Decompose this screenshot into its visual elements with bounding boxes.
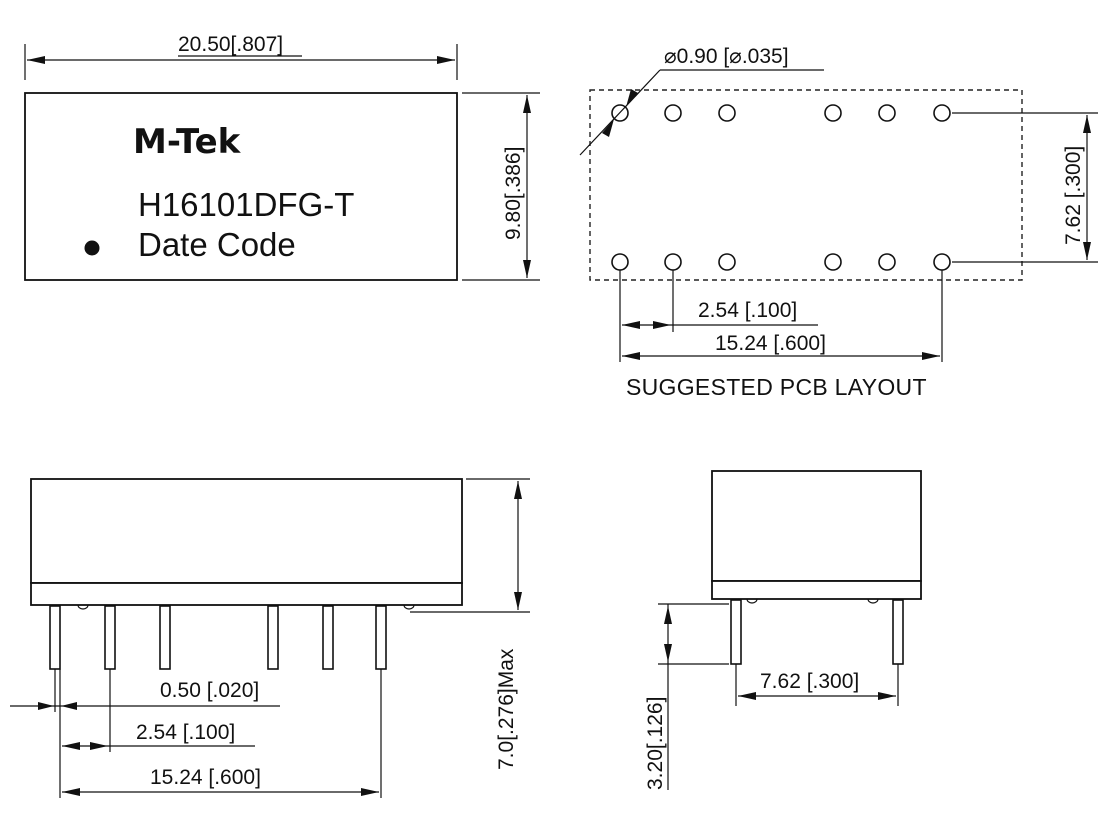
arrow-icon — [61, 702, 77, 710]
side-view: 7.0[.276]Max 0.50 [.020] 2.54 [.100] 15.… — [10, 478, 530, 798]
arrow-icon — [1083, 115, 1091, 133]
arrow-icon — [738, 692, 756, 700]
pcb-hole — [933, 104, 951, 122]
pcb-hole — [824, 253, 842, 271]
pcb-hole — [664, 104, 682, 122]
standoff-bump — [403, 604, 415, 610]
pin — [267, 605, 279, 670]
pcb-layout-view: ⌀0.90 [⌀.035] 7.62 [.300] 2.54 [.100] 15… — [579, 45, 1098, 400]
end-view: 3.20[.126] 7.62 [.300] — [644, 470, 922, 790]
standoff-bump — [77, 604, 89, 610]
width-label: 20.50[.807] — [178, 33, 283, 56]
hole-diameter-label: ⌀0.90 [⌀.035] — [664, 45, 789, 68]
pcb-hole — [878, 104, 896, 122]
standoff-bump — [867, 598, 879, 604]
package-base-end — [711, 580, 922, 600]
arrow-icon — [361, 788, 379, 796]
arrow-icon — [514, 481, 522, 499]
arrow-icon — [523, 260, 531, 278]
side-pitch-label: 2.54 [.100] — [136, 721, 235, 744]
arrow-icon — [602, 119, 614, 137]
pin — [892, 599, 904, 665]
pin — [375, 605, 387, 670]
pin — [730, 599, 742, 665]
pin-length-label: 3.20[.126] — [644, 697, 667, 790]
arrow-icon — [1083, 242, 1091, 260]
arrow-icon — [878, 692, 896, 700]
pcb-span-label: 15.24 [.600] — [715, 332, 826, 355]
pcb-hole — [824, 104, 842, 122]
max-height-label: 7.0[.276]Max — [495, 648, 518, 770]
arrow-icon — [622, 352, 640, 360]
arrow-icon — [922, 352, 940, 360]
pcb-hole — [611, 253, 629, 271]
pcb-layout-caption: SUGGESTED PCB LAYOUT — [626, 374, 927, 400]
date-code: Date Code — [138, 226, 296, 263]
arrow-icon — [523, 95, 531, 113]
pcb-hole — [664, 253, 682, 271]
package-body-side — [30, 478, 463, 584]
diameter-leader — [579, 69, 661, 156]
side-span-label: 15.24 [.600] — [150, 766, 261, 789]
pin-width-label: 0.50 [.020] — [160, 679, 259, 702]
pcb-hole — [718, 104, 736, 122]
pin1-dot-icon — [84, 240, 100, 256]
top-view: 20.50[.807] 9.80[.386] M-Tek H16101DFG-T… — [24, 33, 540, 281]
arrow-icon — [626, 89, 638, 107]
package-body-end — [711, 470, 922, 582]
part-number: H16101DFG-T — [138, 186, 354, 223]
pcb-hole — [878, 253, 896, 271]
arrow-icon — [437, 56, 455, 64]
height-label: 9.80[.386] — [502, 147, 525, 240]
end-row-spacing-label: 7.62 [.300] — [760, 670, 859, 693]
pcb-pitch-label: 2.54 [.100] — [698, 299, 797, 322]
arrow-icon — [664, 644, 672, 662]
package-base-side — [30, 582, 463, 606]
pin — [322, 605, 334, 670]
pin — [104, 605, 116, 670]
row-spacing-label: 7.62 [.300] — [1062, 146, 1085, 245]
arrow-icon — [38, 702, 54, 710]
pin — [49, 605, 61, 670]
arrow-icon — [62, 742, 80, 750]
arrow-icon — [90, 742, 108, 750]
arrow-icon — [664, 606, 672, 624]
pcb-hole — [933, 253, 951, 271]
arrow-icon — [62, 788, 80, 796]
arrow-icon — [622, 321, 640, 329]
pcb-outline — [589, 89, 1023, 281]
arrow-icon — [27, 56, 45, 64]
pin — [159, 605, 171, 670]
pcb-hole — [718, 253, 736, 271]
arrow-icon — [514, 592, 522, 610]
arrow-icon — [653, 321, 671, 329]
standoff-bump — [746, 598, 758, 604]
brand-logo: M-Tek — [133, 122, 242, 162]
